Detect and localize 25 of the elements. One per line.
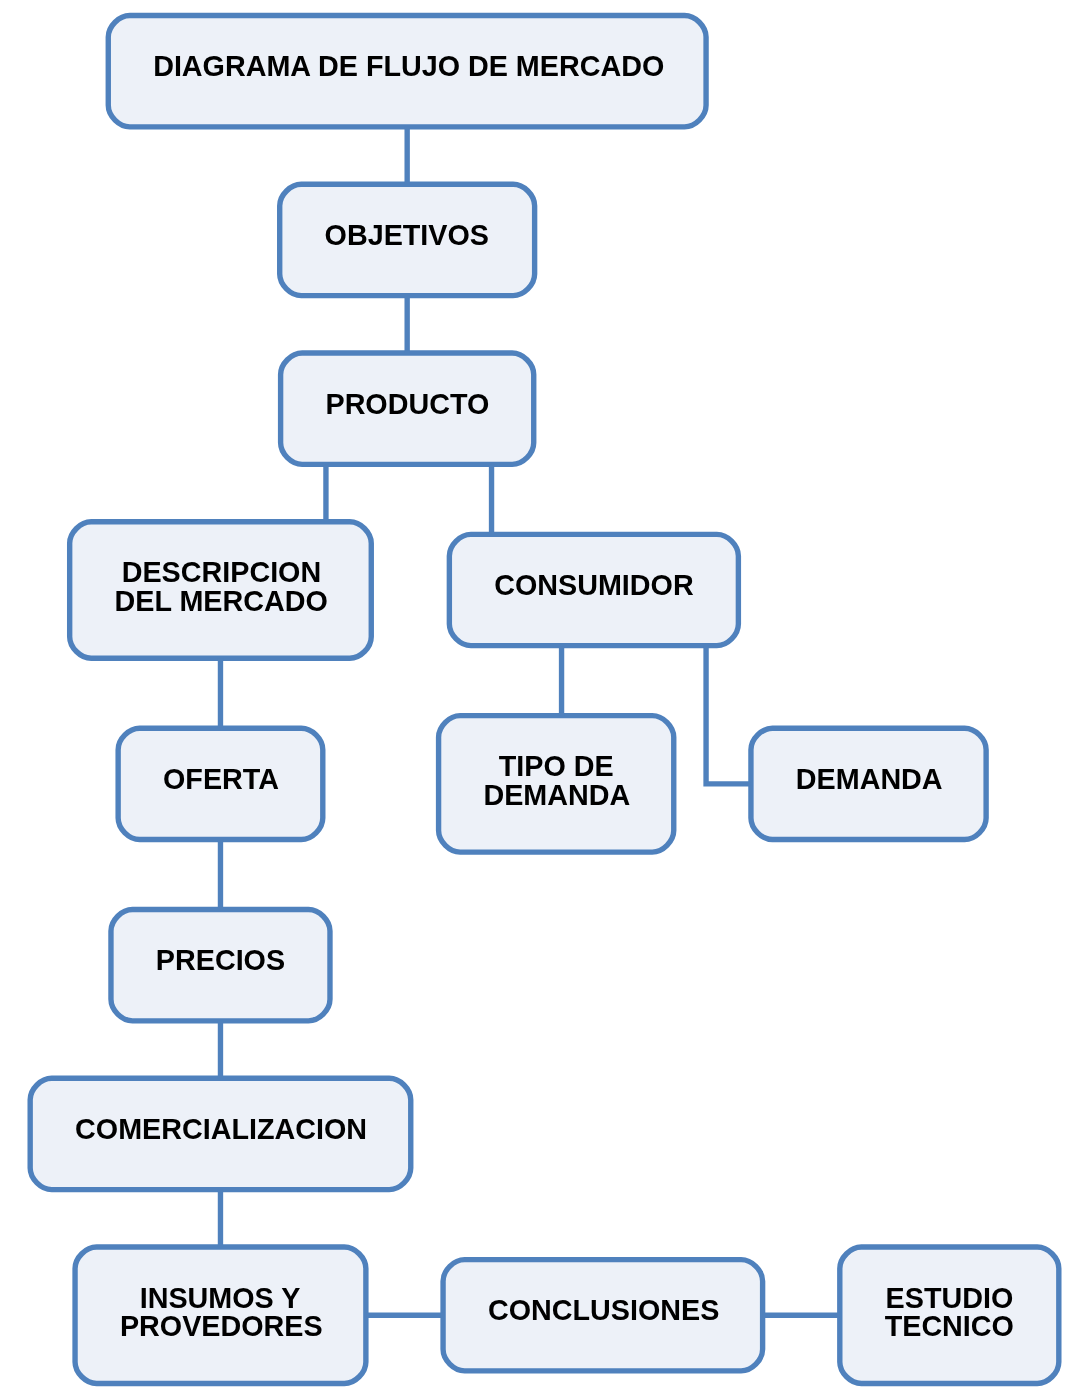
connector xyxy=(217,839,224,910)
connector xyxy=(404,126,410,185)
connector xyxy=(217,1020,224,1079)
node-box: ESTUDIO TECNICO xyxy=(837,1244,1062,1387)
node-box: PRODUCTO xyxy=(277,350,537,468)
connector xyxy=(703,646,751,787)
node-box: CONSUMIDOR xyxy=(446,531,742,649)
connector xyxy=(488,464,495,534)
connector xyxy=(558,646,565,716)
node-box: PRECIOS xyxy=(108,906,333,1024)
node-box: DESCRIPCION DEL MERCADO xyxy=(66,519,374,661)
node-box: OBJETIVOS xyxy=(277,181,538,299)
connector xyxy=(217,1189,224,1247)
connector xyxy=(366,1312,443,1318)
node-box: COMERCIALIZACION xyxy=(27,1075,414,1193)
connector xyxy=(404,295,410,353)
connector xyxy=(217,658,224,728)
connector xyxy=(762,1312,840,1318)
node-box: CONCLUSIONES xyxy=(440,1256,766,1374)
connector xyxy=(323,464,329,522)
node-box: OFERTA xyxy=(115,725,326,843)
node-box: DEMANDA xyxy=(748,725,989,843)
node-box: DIAGRAMA DE FLUJO DE MERCADO xyxy=(105,12,709,130)
node-box: INSUMOS Y PROVEDORES xyxy=(72,1244,369,1387)
node-box: TIPO DE DEMANDA xyxy=(435,712,677,855)
